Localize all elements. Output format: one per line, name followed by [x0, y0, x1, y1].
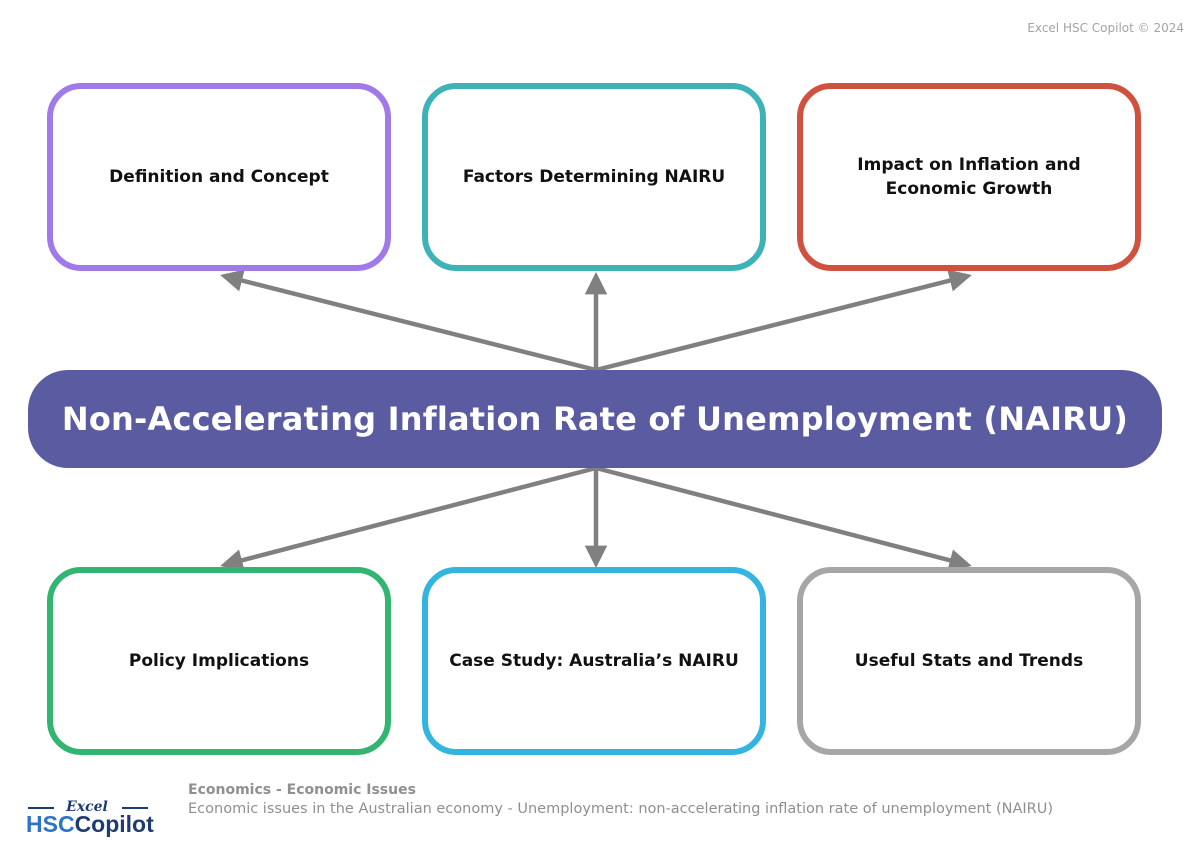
box-useful-stats: Useful Stats and Trends: [797, 567, 1141, 755]
logo-wordmark: HSCCopilot: [26, 811, 154, 837]
logo-rule-left: [28, 807, 54, 809]
box-case-study: Case Study: Australia’s NAIRU: [422, 567, 766, 755]
box-policy-implications: Policy Implications: [47, 567, 391, 755]
box-impact-on-inflation: Impact on Inflation and Economic Growth: [797, 83, 1141, 271]
box-label: Factors Determining NAIRU: [462, 167, 726, 187]
box-label: Impact on Inflation and Economic Growth: [857, 155, 1081, 199]
central-topic-title: Non-Accelerating Inflation Rate of Unemp…: [61, 400, 1129, 438]
logo-rule-right: [122, 807, 148, 809]
topic-line: Economic issues in the Australian econom…: [188, 801, 1054, 817]
subject-line: Economics - Economic Issues: [188, 782, 416, 798]
excel-hsc-copilot-logo: Excel HSCCopilot: [26, 800, 156, 840]
arrow-to-impact: [593, 269, 972, 373]
box-label: Useful Stats and Trends: [854, 651, 1084, 671]
central-topic: Non-Accelerating Inflation Rate of Unemp…: [28, 370, 1162, 468]
logo-copilot-text: Copilot: [74, 811, 154, 837]
box-label: Definition and Concept: [109, 167, 329, 187]
logo-excel-text: Excel: [66, 799, 108, 815]
arrow-to-definition: [220, 269, 599, 373]
box-label: Policy Implications: [128, 651, 310, 671]
copyright-notice: Excel HSC Copilot © 2024: [1027, 21, 1184, 35]
box-factors-determining-nairu: Factors Determining NAIRU: [422, 83, 766, 271]
box-label: Case Study: Australia’s NAIRU: [449, 651, 739, 671]
logo-hsc-text: HSC: [26, 811, 75, 837]
arrow-to-stats: [593, 465, 972, 572]
arrow-to-policy: [220, 465, 599, 572]
box-definition-and-concept: Definition and Concept: [47, 83, 391, 271]
